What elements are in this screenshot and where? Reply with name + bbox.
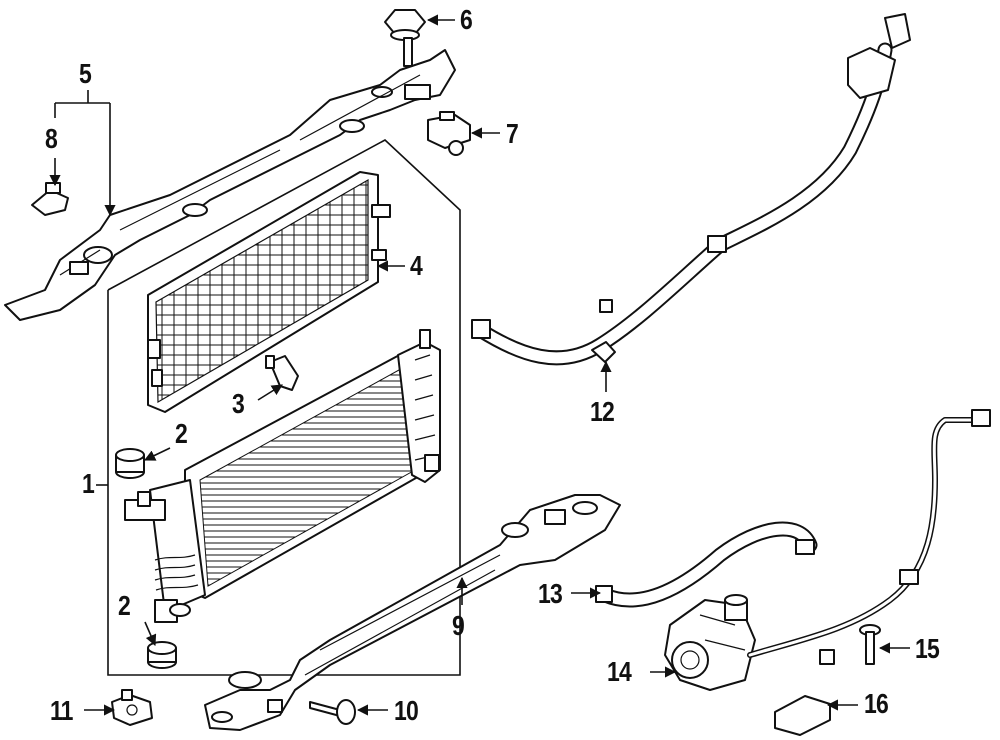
callout-15: 15 [915, 633, 940, 664]
leader-lines [49, 14, 910, 716]
clip-part [31, 182, 69, 216]
callout-12: 12 [590, 396, 615, 427]
assembly-outline [107, 139, 461, 676]
callout-11: 11 [50, 695, 73, 726]
callout-13: 13 [538, 578, 563, 609]
wiring-harness [747, 409, 991, 665]
radiator [124, 329, 441, 623]
callout-8: 8 [45, 123, 58, 154]
callout-2-upper: 2 [175, 418, 188, 449]
block-part-16 [774, 695, 831, 736]
pump-part-14 [664, 594, 756, 691]
callout-9: 9 [452, 610, 465, 641]
clip-part-11 [111, 689, 153, 726]
bolt-part-6 [384, 9, 426, 67]
sensor-part-15 [859, 624, 881, 665]
callout-16: 16 [864, 688, 889, 719]
grommet-lower [147, 641, 177, 669]
condenser [147, 171, 391, 413]
bolt-part-10 [309, 699, 356, 725]
fitting-part-3 [265, 355, 299, 391]
callout-4: 4 [410, 250, 423, 281]
grommet-upper [115, 448, 145, 479]
callout-10: 10 [394, 695, 419, 726]
callout-14: 14 [607, 656, 632, 687]
sensor-part-7 [427, 111, 471, 156]
upper-support-bracket [4, 49, 456, 321]
callout-3: 3 [232, 388, 245, 419]
upper-hose [471, 13, 911, 366]
callout-6: 6 [460, 4, 473, 35]
callout-5: 5 [79, 58, 92, 89]
callout-7: 7 [506, 118, 519, 149]
callout-2-lower: 2 [118, 590, 131, 621]
lower-hose [595, 521, 818, 608]
lower-support-bracket [204, 494, 621, 731]
callout-1: 1 [82, 468, 95, 499]
